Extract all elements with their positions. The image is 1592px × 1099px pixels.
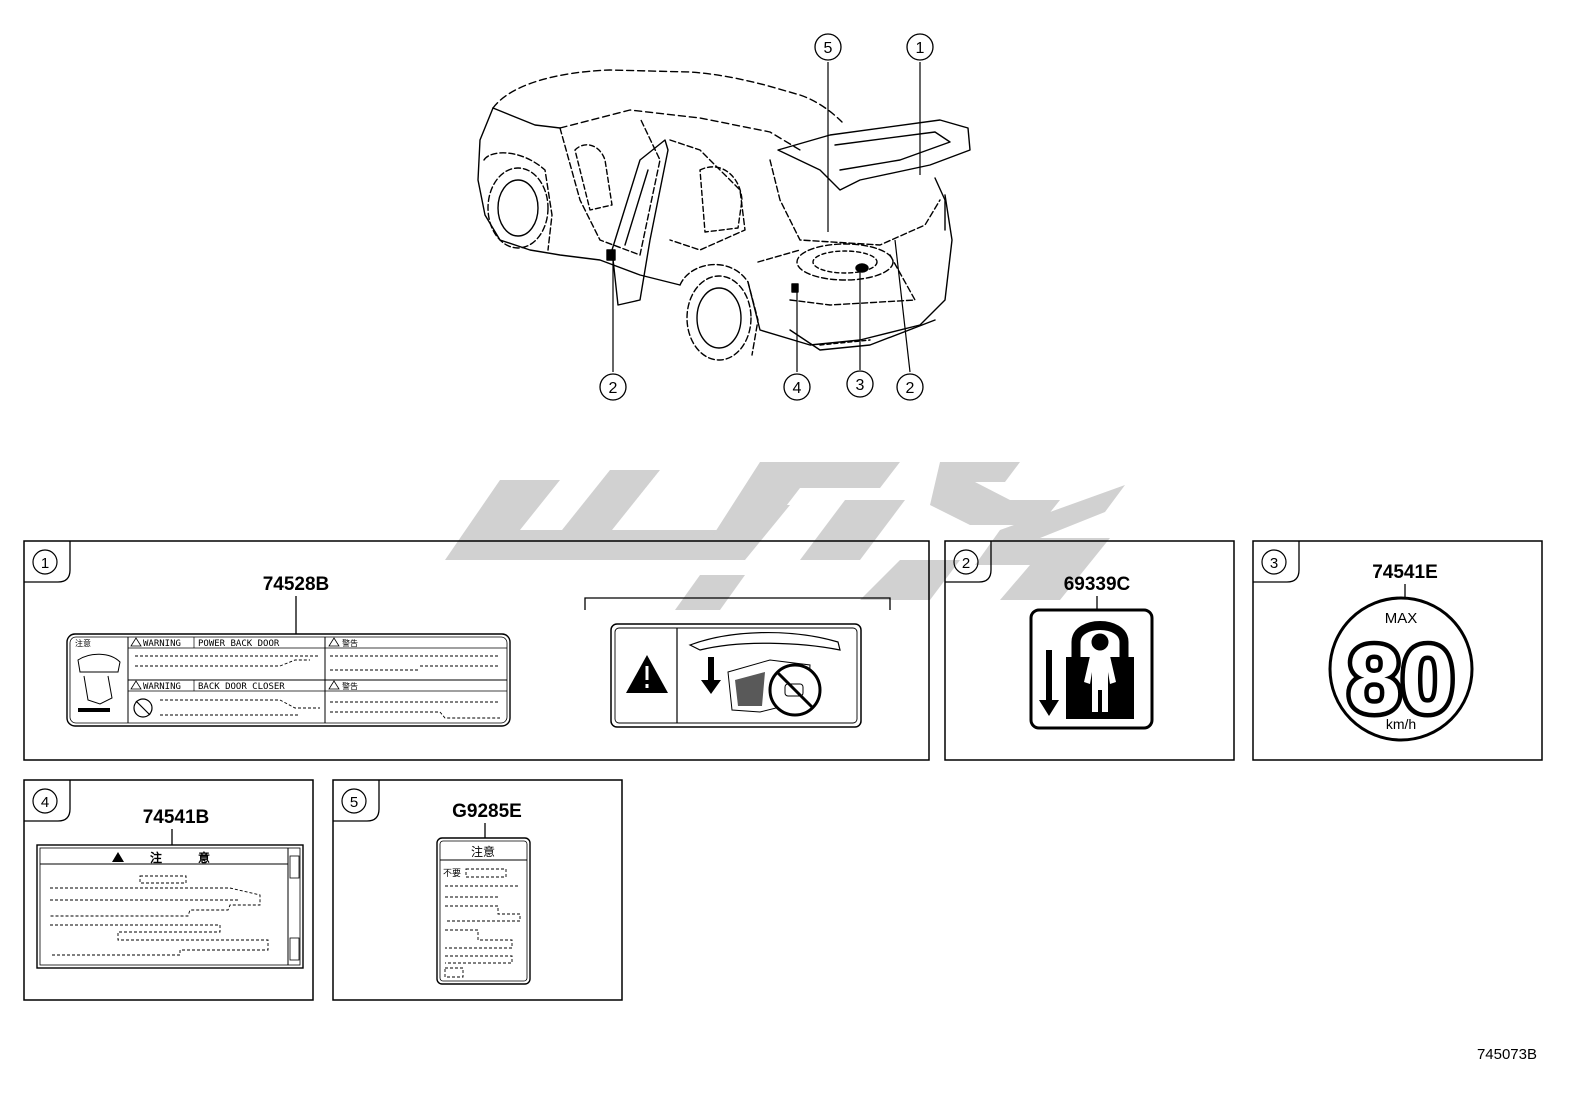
max-speed-label: MAX 80 km/h bbox=[1328, 596, 1474, 742]
down-arrow-icon bbox=[701, 657, 721, 694]
cargo-caution-label: 注意 不要 bbox=[436, 837, 531, 985]
warning-1-title: WARNING bbox=[143, 639, 181, 649]
panel-3: 3 74541E MAX 80 km/h bbox=[1252, 540, 1543, 761]
watermark-logo bbox=[445, 462, 1125, 610]
panel-3-number: 3 bbox=[1270, 555, 1278, 572]
panel-1: 1 74528B 注意 WARNING POWER BACK DOOR 警告 bbox=[23, 540, 930, 761]
pinch-warning-pictogram bbox=[610, 623, 862, 728]
svg-text:5: 5 bbox=[824, 40, 833, 57]
lock-down-arrow-icon bbox=[1039, 650, 1059, 716]
panel-1-part-number: 74528B bbox=[263, 574, 330, 595]
svg-text:4: 4 bbox=[793, 380, 802, 397]
child-icon bbox=[1088, 630, 1112, 654]
warning-2-jp: 警告 bbox=[342, 681, 358, 691]
warning-2-text: BACK DOOR CLOSER bbox=[198, 682, 285, 692]
panel-5-part-number: G9285E bbox=[452, 801, 522, 822]
callout-5: 5 bbox=[814, 33, 842, 61]
left-tag-text: 注意 bbox=[75, 638, 91, 648]
callout-leaders bbox=[612, 62, 921, 373]
callout-1: 1 bbox=[906, 33, 934, 61]
caution-triangle-icon bbox=[112, 852, 124, 862]
svg-text:1: 1 bbox=[916, 40, 925, 57]
child-lock-label bbox=[1029, 608, 1154, 730]
speed-value: 80 bbox=[1348, 626, 1455, 733]
caution-header: 注 意 bbox=[150, 850, 210, 865]
caution-label: 注 意 bbox=[36, 844, 304, 969]
warning-1-text: POWER BACK DOOR bbox=[198, 639, 280, 649]
svg-text:2: 2 bbox=[609, 380, 618, 397]
panel-2: 2 69339C bbox=[944, 540, 1235, 761]
speed-unit: km/h bbox=[1386, 716, 1416, 732]
back-door-warning-label: 注意 WARNING POWER BACK DOOR 警告 WARNING BA… bbox=[66, 633, 511, 727]
panel-4-number: 4 bbox=[41, 794, 49, 811]
panel-2-part-number: 69339C bbox=[1064, 574, 1131, 595]
callout-3: 3 bbox=[846, 370, 874, 398]
panel-2-number: 2 bbox=[962, 555, 970, 572]
svg-text:3: 3 bbox=[856, 377, 865, 394]
cargo-caution-header: 注意 bbox=[471, 844, 495, 859]
max-text: MAX bbox=[1385, 610, 1418, 627]
panel-5-number: 5 bbox=[350, 794, 358, 811]
callout-2-door: 2 bbox=[599, 373, 627, 401]
warning-1-jp: 警告 bbox=[342, 638, 358, 648]
callout-2-backdoor: 2 bbox=[896, 373, 924, 401]
callout-4: 4 bbox=[783, 373, 811, 401]
panel-1-number: 1 bbox=[41, 555, 49, 572]
panel-4: 4 74541B 注 意 bbox=[23, 779, 314, 1001]
panel-5: 5 G9285E 注意 不要 bbox=[332, 779, 623, 1001]
car-illustration bbox=[477, 69, 971, 361]
diagram-code: 745073B bbox=[1477, 1046, 1537, 1063]
svg-text:2: 2 bbox=[906, 380, 915, 397]
panel-4-part-number: 74541B bbox=[143, 807, 210, 828]
warning-2-title: WARNING bbox=[143, 682, 181, 692]
cargo-caution-row1: 不要 bbox=[443, 868, 461, 878]
panel-3-part-number: 74541E bbox=[1372, 562, 1438, 583]
